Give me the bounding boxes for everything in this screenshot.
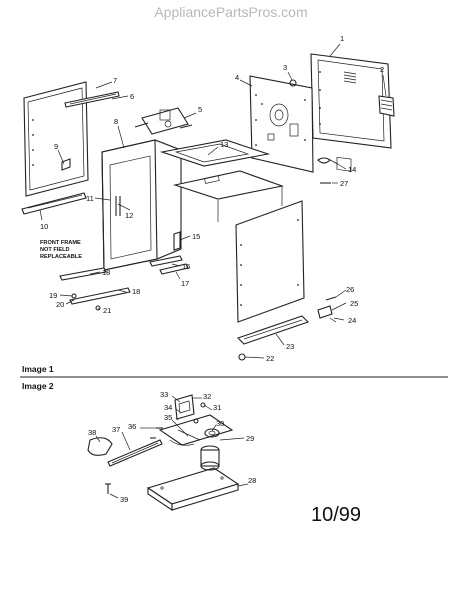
oven-bottom-13 [159,139,285,222]
callout-35: 35 [164,413,172,422]
callout-12: 12 [125,211,133,220]
burner-bracket-5 [134,107,193,135]
callout-4: 4 [235,73,239,82]
rails-18 [59,267,131,311]
leveling-foot-22 [238,353,246,361]
note-line-2: NOT FIELD [40,247,70,253]
front-frame [101,139,182,271]
note-line-3: REPLACEABLE [40,254,82,260]
callout-36: 36 [128,422,136,431]
note-line-1: FRONT FRAME [40,240,81,246]
callout-28: 28 [248,476,256,485]
date-code: 10/99 [311,504,361,526]
side-panel-right-lower [235,200,305,323]
rear-wall-panel [249,75,314,173]
callout-18a: 18 [102,268,110,277]
callout-32: 32 [203,392,211,401]
callout-3: 3 [283,63,287,72]
callout-33: 33 [160,390,168,399]
callout-2: 2 [380,65,384,74]
screw-36 [150,427,163,439]
callout-31: 31 [213,403,221,412]
callout-30: 30 [216,419,224,428]
callout-20: 20 [56,300,64,309]
callout-19: 19 [49,291,57,300]
callout-11: 11 [86,194,94,203]
callout-9: 9 [54,142,58,151]
callout-13: 13 [220,140,228,149]
callout-10: 10 [40,222,48,231]
callout-23: 23 [286,342,294,351]
callout-16: 16 [182,262,190,271]
screw-39 [105,483,111,494]
callout-7: 7 [113,76,117,85]
callout-14: 14 [348,165,356,174]
bracket-24-25-26 [317,296,337,323]
callout-15: 15 [192,232,200,241]
watermark-text: AppliancePartsPros.com [154,4,307,20]
front-frame-note: FRONT FRAME NOT FIELD REPLACEABLE [40,240,82,260]
callouts-image2: 28 29 30 31 32 33 34 35 36 37 38 39 [88,390,256,504]
callout-37: 37 [112,425,120,434]
callout-25: 25 [350,299,358,308]
callout-26: 26 [346,285,354,294]
vent-grille [378,95,395,117]
burner-assembly-29-35 [158,394,234,471]
burner-base-28 [146,467,240,512]
callout-1: 1 [340,34,344,43]
bracket-14 [317,157,339,165]
callout-34: 34 [164,403,172,412]
callout-27: 27 [340,179,348,188]
callout-24: 24 [348,316,356,325]
burner-tube-37 [107,439,163,467]
kick-plate-23 [236,315,310,345]
callout-18b: 18 [132,287,140,296]
trim-strip-6 [64,91,120,108]
callout-38: 38 [88,428,96,437]
orifice-38 [87,437,113,456]
callout-21: 21 [103,306,111,315]
screw-3 [289,79,297,87]
callout-8: 8 [114,117,118,126]
callout-39: 39 [120,495,128,504]
trim-15-16-17 [149,231,189,275]
callout-5: 5 [198,105,202,114]
side-panel-right [310,53,392,172]
section-label-image-1: Image 1 [22,364,54,374]
section-label-image-2: Image 2 [22,381,54,391]
callout-6: 6 [130,92,134,101]
callout-leaders-image1 [39,43,387,359]
callout-29: 29 [246,434,254,443]
callouts-image1: 1 2 3 4 5 6 7 8 9 10 11 12 13 14 15 16 1… [40,34,384,363]
channel-10 [21,192,87,215]
side-panel-left [23,81,89,197]
callout-17: 17 [181,279,189,288]
callout-leaders-image2 [95,395,249,499]
callout-22: 22 [266,354,274,363]
